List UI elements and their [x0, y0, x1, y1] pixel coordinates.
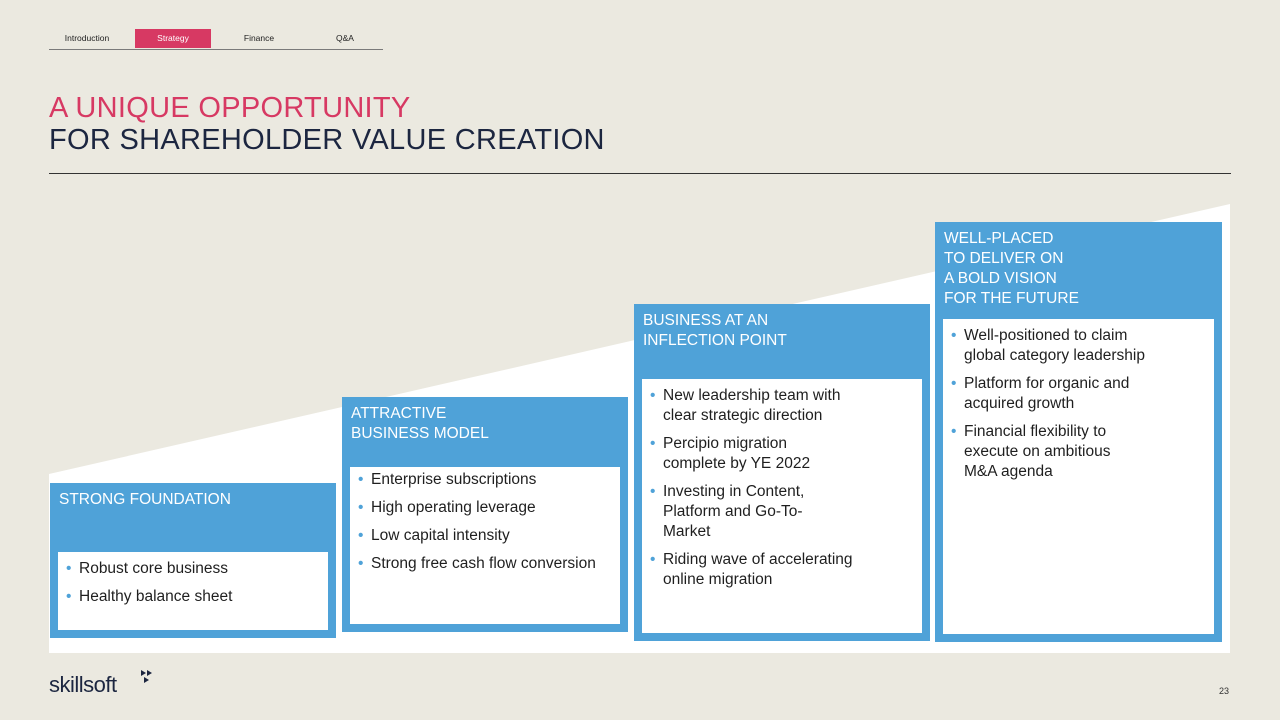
nav-item-qa[interactable]: Q&A	[336, 33, 354, 43]
bullet-item: Platform for organic and acquired growth	[951, 374, 1214, 414]
slide-title-line2: FOR SHAREHOLDER VALUE CREATION	[49, 124, 605, 156]
step-heading: STRONG FOUNDATION	[59, 491, 231, 508]
bullet-item: Enterprise subscriptions	[358, 470, 620, 490]
step-content: Robust core business Healthy balance she…	[58, 552, 328, 630]
bullet-item: High operating leverage	[358, 498, 620, 518]
bullet-item: Well-positioned to claim global category…	[951, 326, 1214, 366]
bullet-item: Financial flexibility to execute on ambi…	[951, 422, 1214, 482]
bullet-item: Low capital intensity	[358, 526, 620, 546]
page-number: 23	[1218, 686, 1229, 696]
title-divider	[49, 173, 1231, 174]
bullet-item: Healthy balance sheet	[66, 587, 328, 607]
step-attractive-business-model: ATTRACTIVE BUSINESS MODEL Enterprise sub…	[342, 397, 628, 632]
nav-item-strategy[interactable]: Strategy	[135, 29, 211, 48]
step-strong-foundation: STRONG FOUNDATION Robust core business H…	[50, 483, 336, 638]
bullet-list: Enterprise subscriptions High operating …	[358, 470, 620, 582]
nav-item-finance[interactable]: Finance	[243, 33, 275, 43]
step-inflection-point: BUSINESS AT AN INFLECTION POINT New lead…	[634, 304, 930, 641]
skillsoft-logo: skillsoft	[49, 670, 152, 698]
step-heading: ATTRACTIVE BUSINESS MODEL	[351, 405, 489, 442]
logo-arrows-icon	[141, 670, 152, 683]
bullet-item: Percipio migration complete by YE 2022	[650, 434, 922, 474]
step-content: Well-positioned to claim global category…	[943, 319, 1214, 634]
bullet-item: Strong free cash flow conversion	[358, 554, 620, 574]
bullet-item: Robust core business	[66, 559, 328, 579]
bullet-item: Riding wave of accelerating online migra…	[650, 550, 922, 590]
step-heading: BUSINESS AT AN INFLECTION POINT	[643, 312, 787, 349]
step-well-placed: WELL-PLACED TO DELIVER ON A BOLD VISION …	[935, 222, 1222, 642]
logo-wordmark: skillsoft	[49, 672, 117, 697]
bullet-list: New leadership team with clear strategic…	[650, 386, 922, 598]
section-nav: Introduction Strategy Finance Q&A	[49, 29, 383, 50]
step-heading: WELL-PLACED TO DELIVER ON A BOLD VISION …	[944, 230, 1079, 307]
step-content: New leadership team with clear strategic…	[642, 379, 922, 633]
bullet-list: Well-positioned to claim global category…	[951, 326, 1214, 490]
bullet-item: Investing in Content, Platform and Go-To…	[650, 482, 922, 542]
bullet-item: New leadership team with clear strategic…	[650, 386, 922, 426]
nav-item-introduction[interactable]: Introduction	[64, 33, 110, 43]
staircase-diagram: STRONG FOUNDATION Robust core business H…	[49, 204, 1230, 653]
step-content: Enterprise subscriptions High operating …	[350, 467, 620, 624]
bullet-list: Robust core business Healthy balance she…	[66, 559, 328, 615]
slide-title-line1: A UNIQUE OPPORTUNITY	[49, 92, 411, 124]
